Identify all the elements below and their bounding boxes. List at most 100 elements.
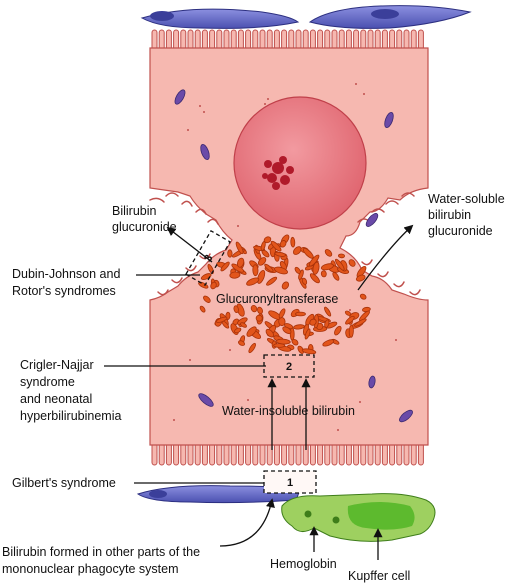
microvillus [266,29,273,51]
label-water-soluble-line2: bilirubin [428,208,471,222]
microvillus [259,442,266,466]
label-dubin-johnson-line1: Dubin-Johnson and [12,267,120,281]
microvillus [158,442,165,466]
er-tubule [309,273,320,284]
microvillus [353,29,360,51]
kupffer-cell [281,493,436,542]
microvillus [252,442,259,466]
er-tubule [301,348,317,355]
er-tubule [338,253,345,259]
microvillus [381,442,388,466]
label-dubin-johnson-line2: Rotor's syndromes [12,284,116,298]
microvillus [396,442,403,466]
microvilli-bottom [151,442,424,466]
mitochondria [174,89,413,423]
microvillus [317,29,324,51]
microvillus [360,29,367,51]
er-tubule [354,318,367,327]
microvillus [295,29,302,51]
er-tubule [270,240,282,252]
er-tubule [289,327,295,341]
label-water-soluble-line1: Water-soluble [428,192,505,206]
er-tubule [248,342,256,354]
label-crigler-najjar-line3: and neonatal [20,392,92,406]
microvillus [165,29,172,51]
microvillus [237,442,244,466]
microvillus [396,29,403,51]
microvillus [324,442,331,466]
microvillus [201,442,208,466]
label-bilirubin-formed: Bilirubin formed in other parts of the m… [2,545,204,576]
microvillus [151,442,158,466]
label-bilirubin-glucuronide-line2: glucuronide [112,220,177,234]
er-tubule [348,259,356,267]
arrow-to-water-soluble [357,224,414,291]
er-tubule [324,306,332,317]
cytoplasm-granules [173,83,397,431]
er-tubule [257,257,267,266]
er-tubule [320,263,334,271]
microvillus [403,442,410,466]
microvillus [389,29,396,51]
microvillus [187,442,194,466]
microvillus [353,442,360,466]
er-tubule [203,295,211,303]
er-tubule [233,305,239,314]
er-tubule [274,266,288,275]
er-tubule [265,328,274,338]
er-tubule [332,271,340,281]
microvillus [245,29,252,51]
er-tubule [227,249,233,258]
er-tubule [221,320,230,329]
microvillus [216,442,223,466]
er-tubule [324,319,330,328]
microvillus [273,29,280,51]
label-dubin-johnson: Dubin-Johnson and Rotor's syndromes [12,267,124,298]
microvillus [273,442,280,466]
microvillus [245,442,252,466]
er-tubule [235,241,244,255]
leader-lines [104,274,266,484]
label-bilirubin-formed-line2: mononuclear phagocyte system [2,562,178,576]
microvillus [331,442,338,466]
microvillus [324,29,331,51]
microvillus [288,442,295,466]
microvillus [410,29,417,51]
er-tubule [297,345,305,354]
hepatocyte [149,29,429,466]
er-tubule [250,304,258,313]
er-tubule [282,326,292,334]
microvillus [187,29,194,51]
microvillus [345,29,352,51]
er-tubule [264,263,274,273]
er-tubule [210,281,217,290]
microvillus [230,442,237,466]
microvillus [194,29,201,51]
box-3-number: 3 [202,253,215,264]
canaliculus-right [357,192,421,296]
label-crigler-najjar-line2: syndrome [20,375,75,389]
er-tubule [276,338,291,345]
microvillus [281,442,288,466]
er-tubule [252,264,259,277]
er-tubule [229,271,241,279]
er-tubule [335,258,345,271]
microvillus [389,442,396,466]
box-2-number: 2 [286,361,292,373]
label-crigler-najjar: Crigler-Najjar syndrome and neonatal hyp… [20,358,121,423]
pathway-arrows [166,224,414,560]
er-tubule [345,315,355,325]
er-tubule [324,249,333,257]
microvillus [201,29,208,51]
microvillus [302,29,309,51]
smooth-endoplasmic-reticulum [198,234,371,355]
microvillus [194,442,201,466]
microvillus [252,29,259,51]
er-tubule [234,327,242,334]
er-tubule [359,293,367,300]
er-tubule [293,246,302,255]
label-water-soluble-line3: glucuronide [428,224,493,238]
microvillus [165,442,172,466]
label-water-insoluble: Water-insoluble bilirubin [222,404,355,418]
